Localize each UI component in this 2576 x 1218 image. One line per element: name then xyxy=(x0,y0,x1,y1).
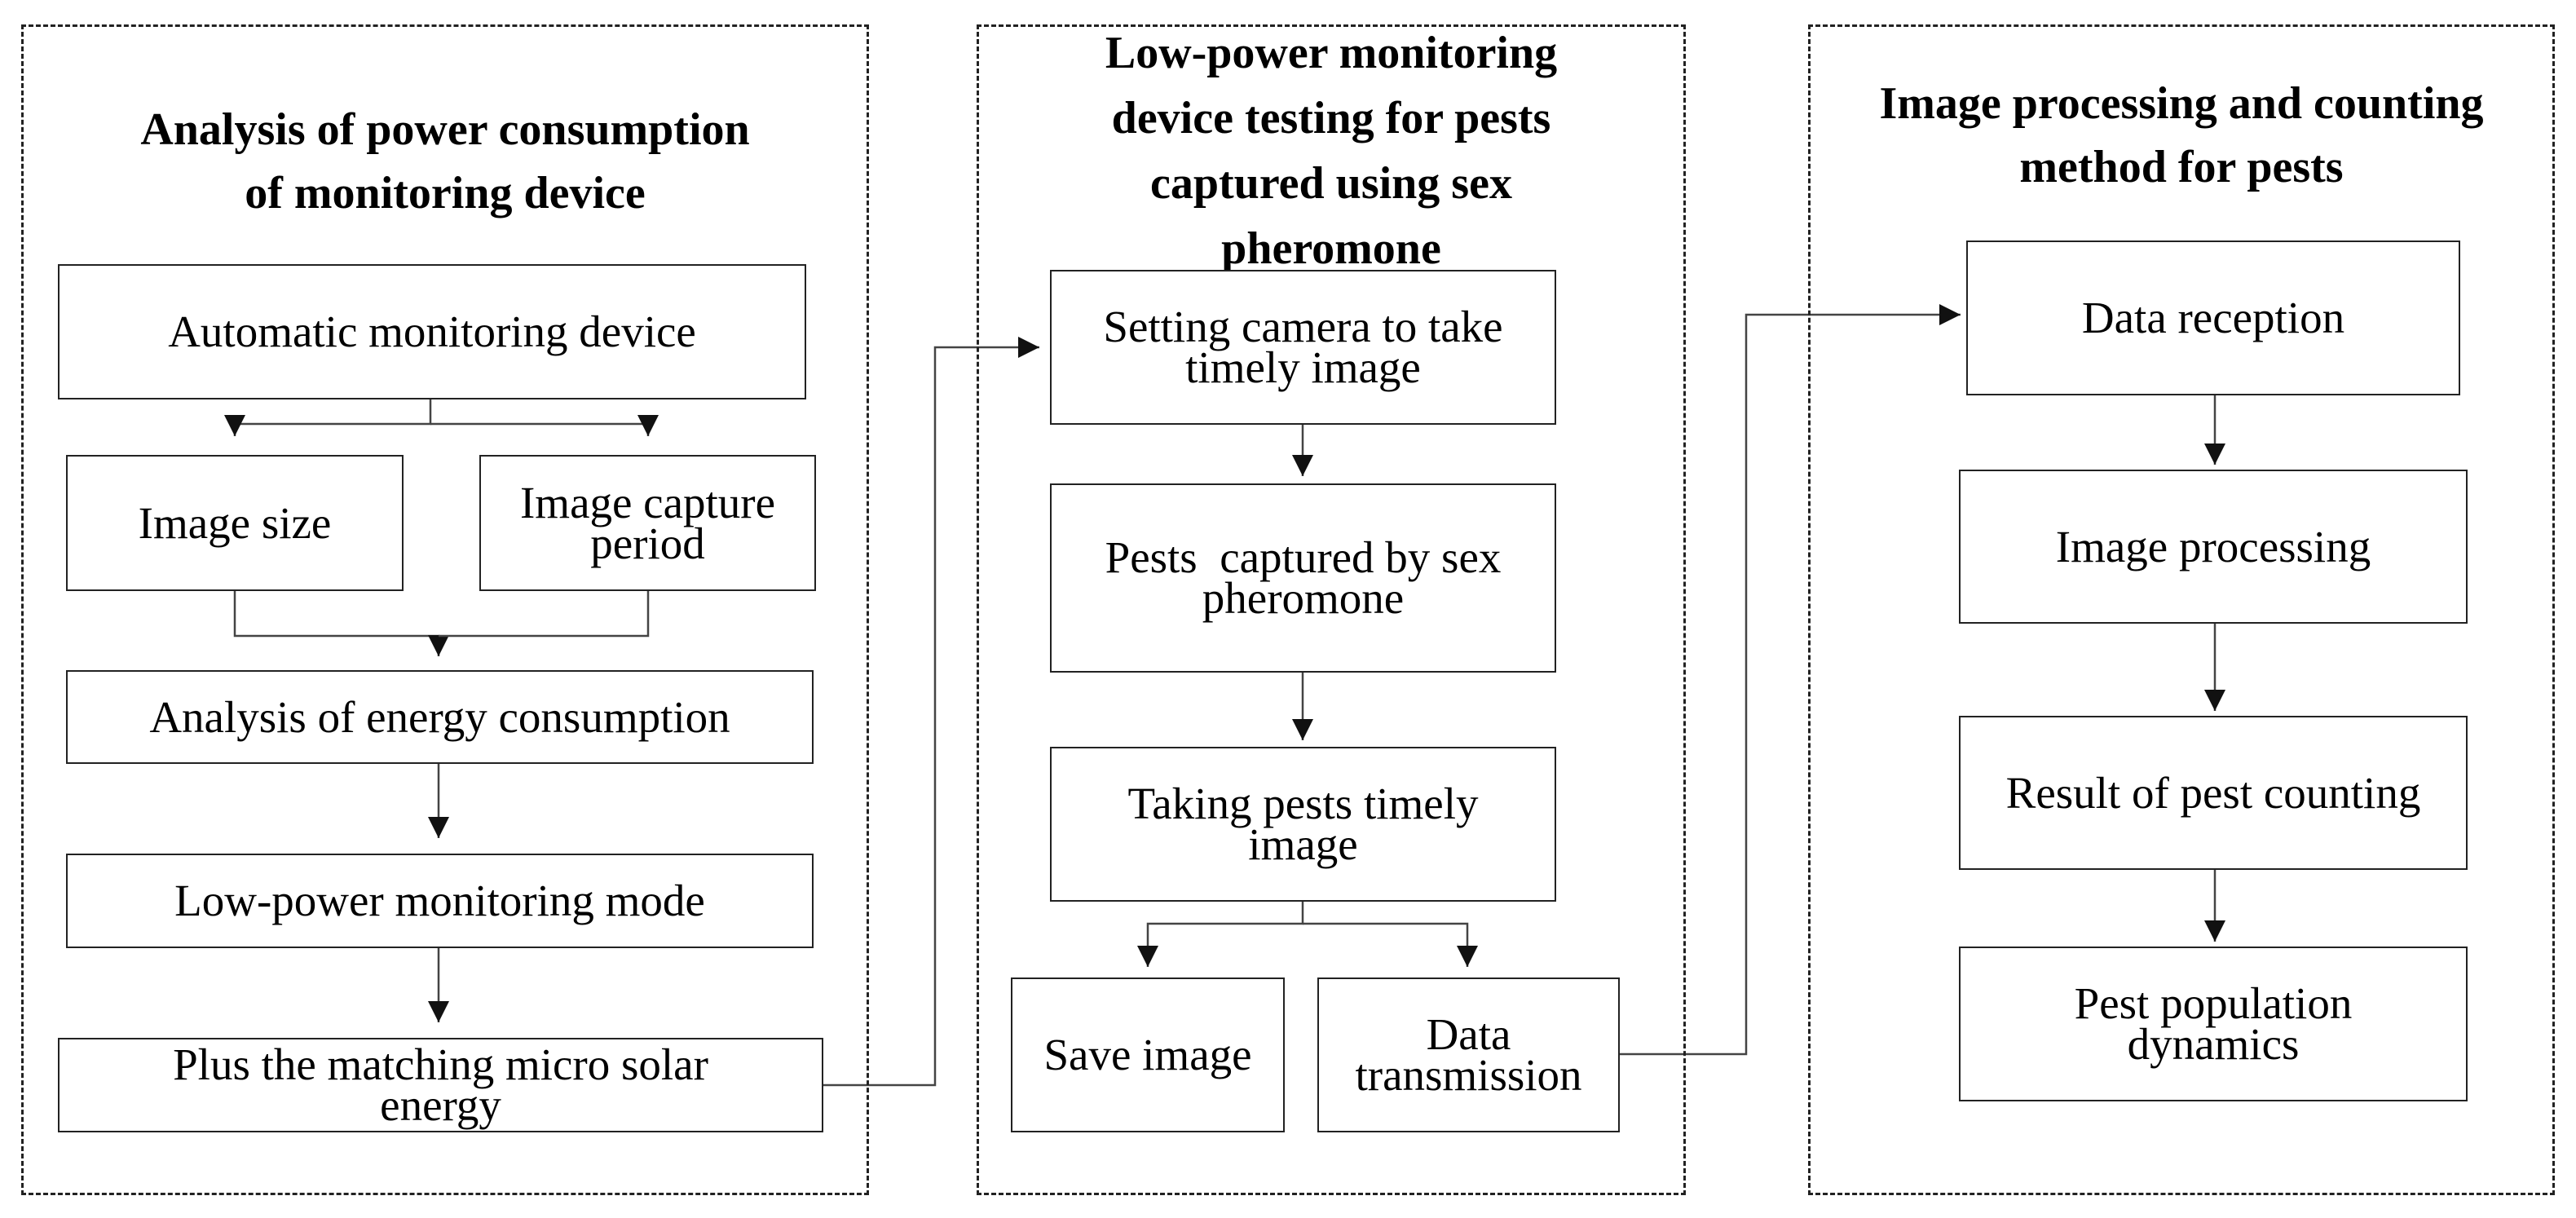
node-pest-counting: Result of pest counting xyxy=(1959,716,2468,870)
node-image-size: Image size xyxy=(66,455,404,591)
node-label: energy xyxy=(380,1080,501,1130)
node-low-power-mode: Low-power monitoring mode xyxy=(66,854,814,948)
node-label: Automatic monitoring device xyxy=(168,307,696,356)
node-label: Data reception xyxy=(2081,293,2345,342)
connector-taking-to-transmission xyxy=(1303,922,1478,967)
panel-title-line: of monitoring device xyxy=(245,168,646,218)
node-population-dynamics: Pest population dynamics xyxy=(1959,947,2468,1101)
node-label: Setting camera to take xyxy=(1103,302,1503,351)
panel-title-line: captured using sex xyxy=(1150,158,1512,209)
panel-title-device-testing: Low-power monitoring device testing for … xyxy=(979,20,1683,281)
node-label: Image processing xyxy=(2055,521,2371,571)
node-label: image xyxy=(1248,819,1358,869)
node-image-processing: Image processing xyxy=(1959,470,2468,624)
node-label: pheromone xyxy=(1202,573,1405,623)
connector-taking-split xyxy=(1137,902,1304,967)
panel-power-analysis: Analysis of power consumption of monitor… xyxy=(21,24,869,1195)
node-label: Analysis of energy consumption xyxy=(149,691,730,742)
node-label: Image capture xyxy=(519,477,775,527)
connector-transmission-to-reception xyxy=(1620,304,1961,1056)
node-save-image: Save image xyxy=(1011,977,1285,1132)
node-label: Result of pest counting xyxy=(2005,767,2421,818)
node-label: Save image xyxy=(1043,1030,1252,1079)
node-analysis-energy: Analysis of energy consumption xyxy=(66,670,814,764)
node-label: period xyxy=(590,518,705,568)
node-label: transmission xyxy=(1355,1050,1582,1100)
connector-device-split xyxy=(224,398,432,436)
node-data-transmission: Data transmission xyxy=(1317,977,1620,1132)
panel-title-line: method for pests xyxy=(2019,142,2344,192)
panel-title-line: device testing for pests xyxy=(1111,93,1551,143)
panel-title-line: pheromone xyxy=(1221,223,1441,274)
connector-merge-size xyxy=(233,591,449,656)
node-label: Pest population xyxy=(2074,978,2353,1028)
node-pests-captured: Pests captured by sex pheromone xyxy=(1050,483,1556,673)
panel-title-line: Analysis of power consumption xyxy=(140,104,750,155)
panel-device-testing: Low-power monitoring device testing for … xyxy=(977,24,1686,1195)
panel-image-processing: Image processing and counting method for… xyxy=(1808,24,2555,1195)
connector-solar-to-camera xyxy=(822,337,1039,1087)
panel-title-line: Image processing and counting xyxy=(1879,78,2484,129)
connector-device-to-capture-period xyxy=(430,415,659,436)
node-label: Pests captured by sex xyxy=(1105,532,1502,582)
node-label: dynamics xyxy=(2127,1019,2300,1069)
node-automatic-monitoring-device: Automatic monitoring device xyxy=(58,264,806,399)
panel-title-line: Low-power monitoring xyxy=(1105,28,1558,78)
node-label: Data xyxy=(1426,1009,1511,1059)
panel-title-power-analysis: Analysis of power consumption of monitor… xyxy=(24,98,867,225)
node-label: Taking pests timely xyxy=(1127,779,1479,828)
connector-merge-period xyxy=(439,591,650,638)
panel-title-image-processing: Image processing and counting method for… xyxy=(1811,72,2552,199)
node-micro-solar: Plus the matching micro solar energy xyxy=(58,1038,823,1132)
node-data-reception: Data reception xyxy=(1966,241,2460,395)
node-taking-image: Taking pests timely image xyxy=(1050,747,1556,902)
node-label: Plus the matching micro solar xyxy=(173,1039,708,1089)
node-label: Low-power monitoring mode xyxy=(174,876,705,925)
node-setting-camera: Setting camera to take timely image xyxy=(1050,270,1556,425)
node-label: timely image xyxy=(1185,342,1421,392)
node-image-capture-period: Image capture period xyxy=(479,455,816,591)
node-label: Image size xyxy=(138,497,332,548)
